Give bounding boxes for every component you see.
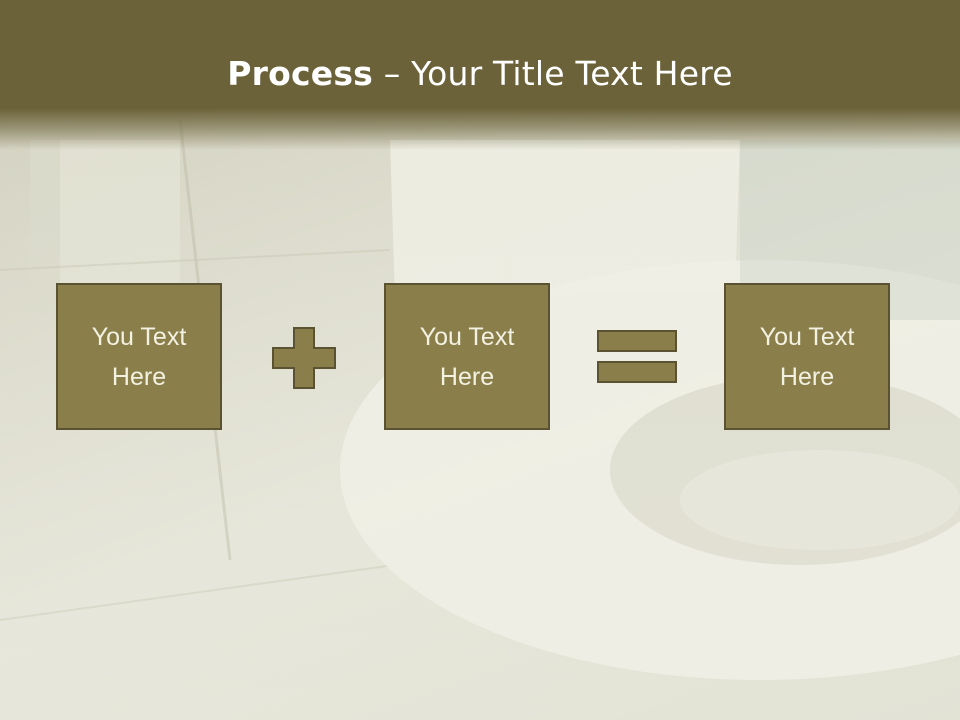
process-step-3: You Text Here: [724, 283, 890, 430]
plus-icon: [272, 327, 336, 389]
process-step-2: You Text Here: [384, 283, 550, 430]
title-bold: Process: [227, 54, 374, 93]
slide-title: Process – Your Title Text Here: [0, 50, 960, 98]
process-step-1: You Text Here: [56, 283, 222, 430]
equals-icon: [597, 330, 677, 383]
title-rest: – Your Title Text Here: [373, 54, 733, 93]
title-band: [0, 0, 960, 150]
